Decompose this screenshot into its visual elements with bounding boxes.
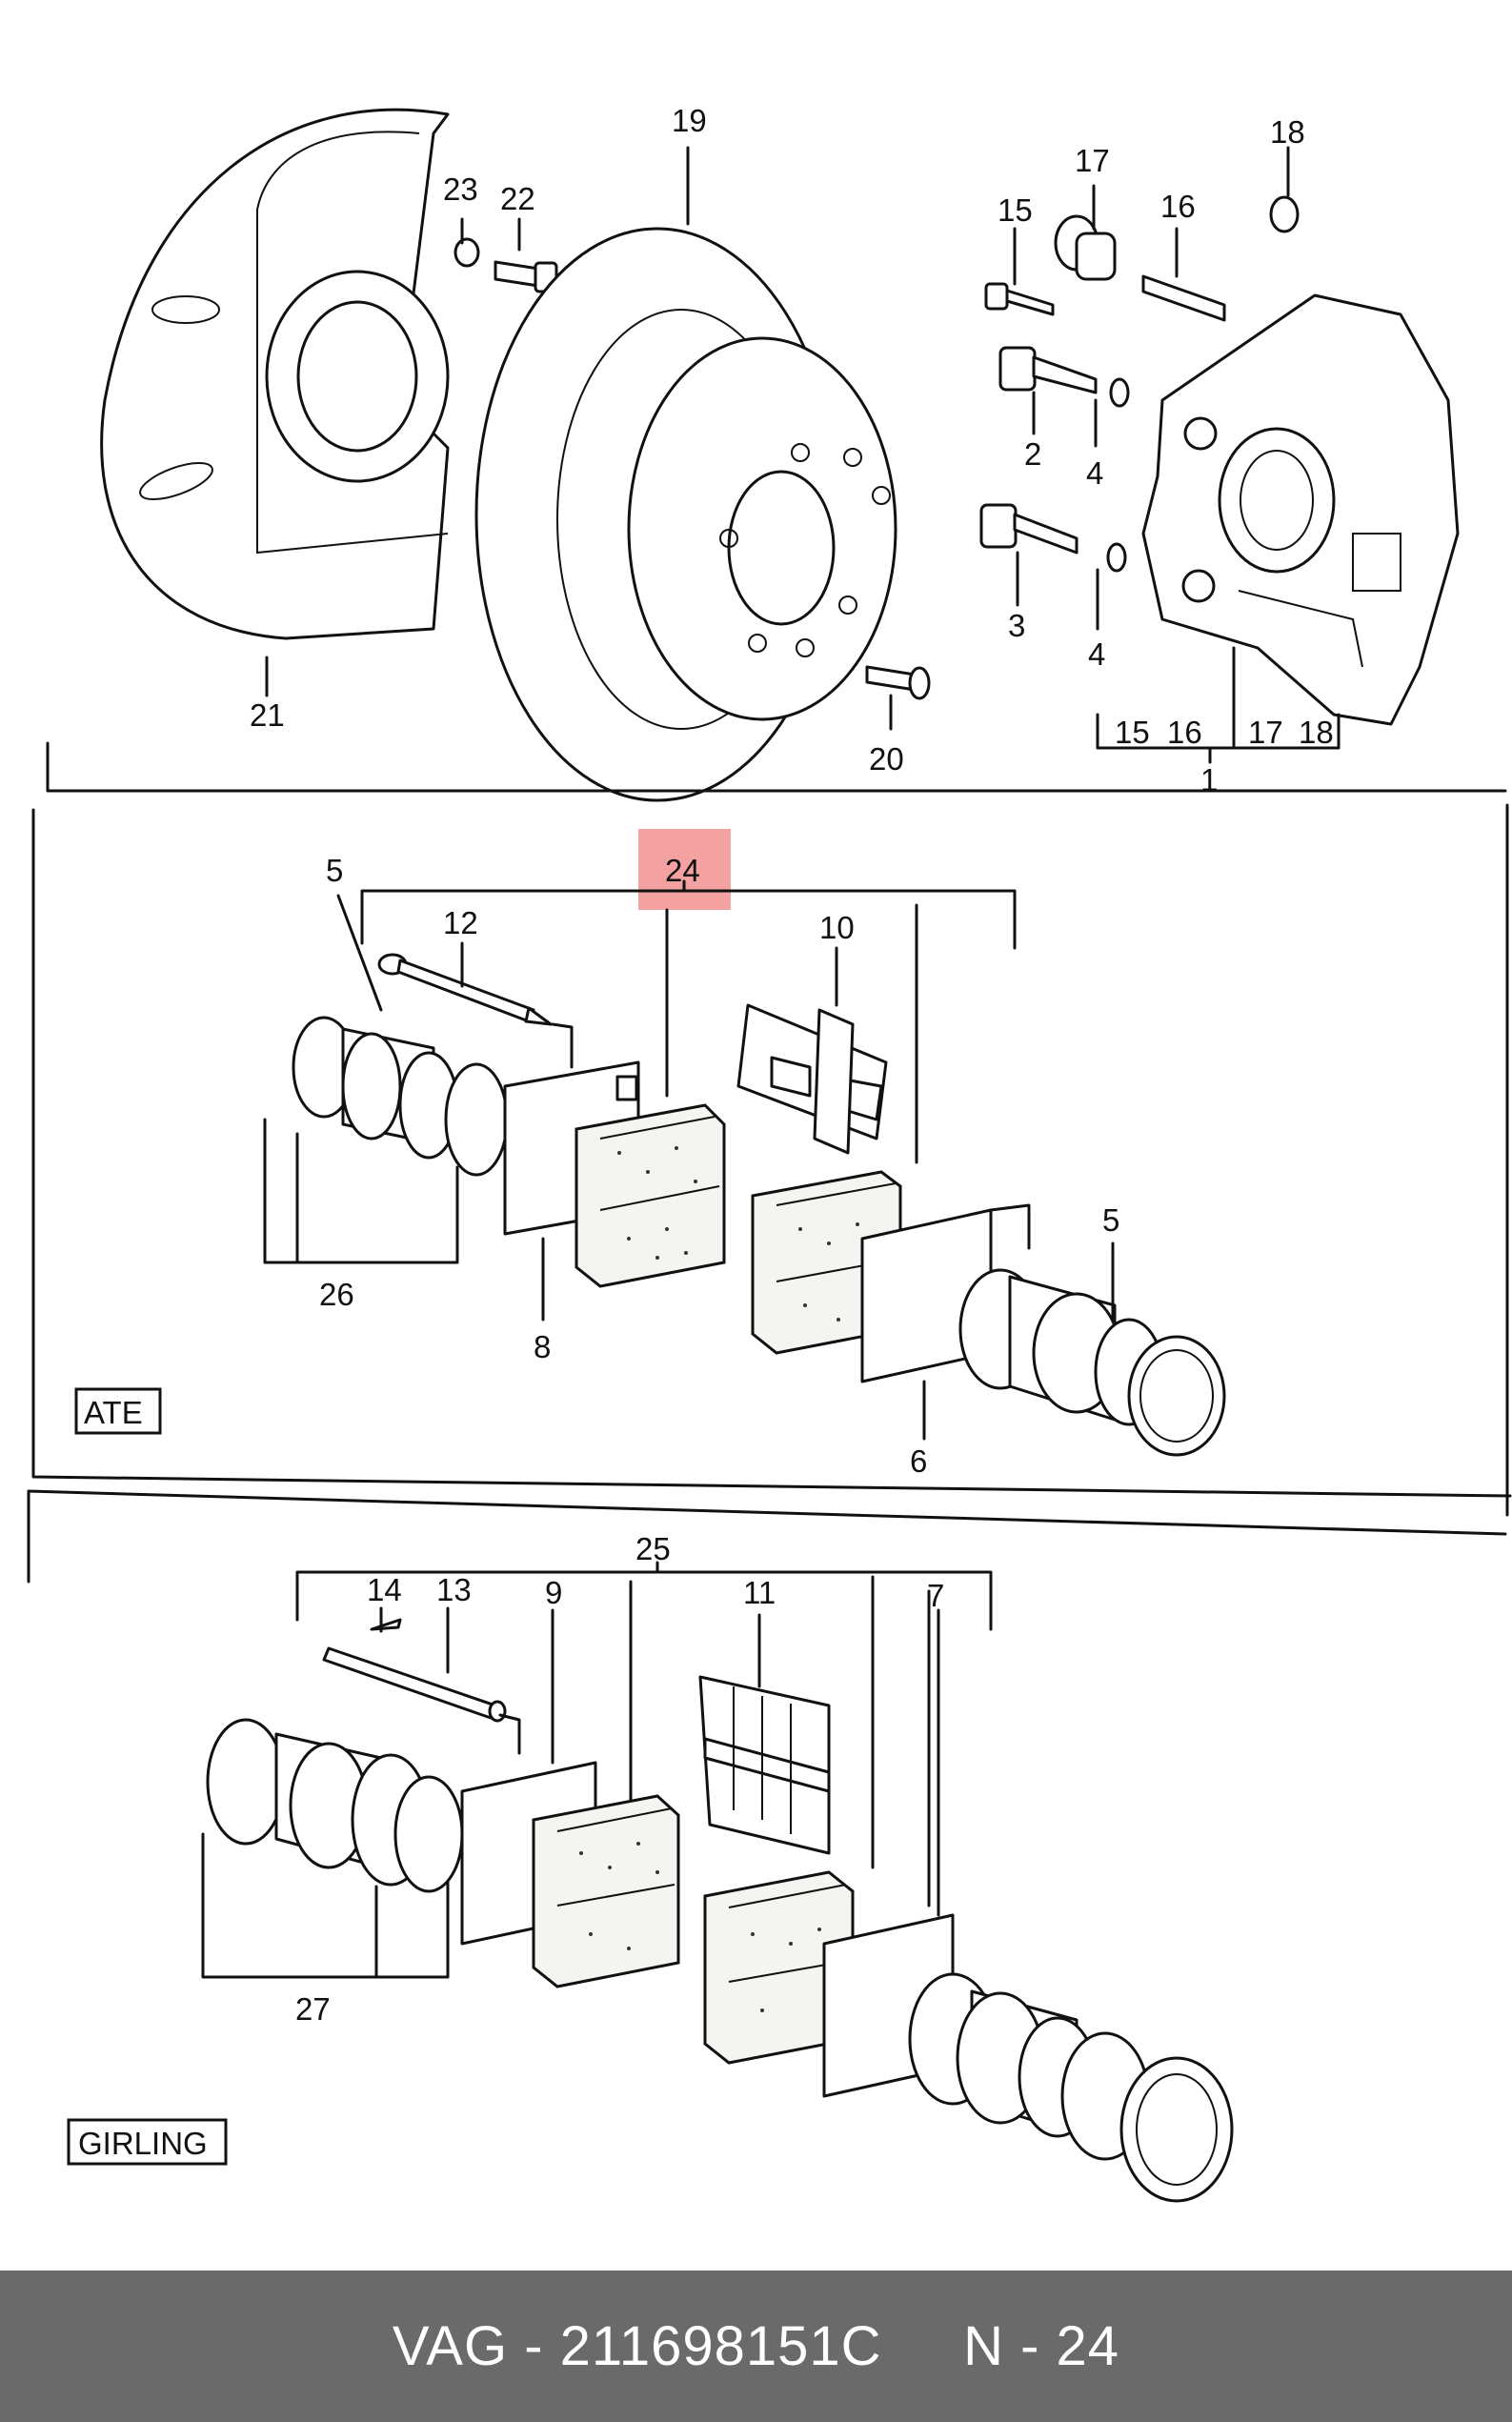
callout-26: 26: [319, 1277, 354, 1312]
callout-7: 7: [927, 1578, 944, 1613]
pad-tab: [615, 1075, 638, 1101]
guide-pin-16: [1141, 274, 1226, 322]
washer-23: [454, 237, 480, 268]
section-divider-2: [27, 1489, 1507, 1584]
callout-20: 20: [869, 741, 904, 777]
brake-pad-25-inner: [532, 1794, 680, 1988]
splash-shield: [100, 108, 450, 640]
callout-25: 25: [635, 1531, 671, 1566]
bolt-2: [998, 346, 1098, 394]
callout-18: 18: [1270, 114, 1305, 150]
brake-pad-25-outer: [703, 1870, 855, 2065]
piston-seal-kit-girling-right: [908, 1972, 1234, 2203]
bracket-27: [201, 1832, 450, 1979]
callout-17: 17: [1075, 143, 1110, 178]
retaining-pin-13: [322, 1646, 507, 1723]
callout-15: 15: [998, 192, 1033, 228]
callout-9: 9: [545, 1575, 562, 1610]
washer-4a: [1109, 377, 1130, 408]
spring-clip-11: [698, 1675, 831, 1855]
brand-label: VAG: [392, 2315, 509, 2377]
callout-1: 1: [1200, 762, 1218, 797]
callout-5a: 5: [326, 853, 343, 888]
callout-g18: 18: [1299, 715, 1334, 750]
callout-8: 8: [534, 1329, 551, 1364]
callout-3: 3: [1008, 608, 1025, 643]
bolt-15: [984, 282, 1055, 316]
parts-diagram: 19 23 22 21 20 17 18 15 16 2 4 3 4 15 16…: [27, 103, 1512, 2203]
callout-22: 22: [500, 181, 535, 216]
retaining-pin-12: [377, 953, 553, 1026]
callout-19: 19: [672, 103, 707, 138]
bolt-3: [979, 503, 1079, 555]
clip-14: [370, 1618, 402, 1631]
piston-seal-kit-girling-left: [206, 1718, 464, 1893]
callout-2: 2: [1024, 436, 1041, 472]
callout-24: 24: [665, 853, 700, 888]
caliper-housing: [1141, 293, 1460, 726]
spacer: [882, 2314, 964, 2378]
diagram-reference: N - 24: [963, 2315, 1120, 2377]
brake-disc: [474, 227, 897, 802]
ate-label-box: [74, 1387, 162, 1435]
callout-14: 14: [367, 1572, 402, 1607]
part-number: 211698151C: [559, 2315, 882, 2377]
callout-13: 13: [436, 1572, 472, 1607]
callout-16: 16: [1160, 189, 1196, 224]
girling-label-box: [67, 2118, 228, 2166]
callout-labels: 19 23 22 21 20 17 18 15 16 2 4 3 4 15 16…: [78, 103, 1334, 2161]
callout-10: 10: [819, 910, 855, 945]
cap-18: [1269, 195, 1300, 233]
brake-pad-24-inner: [575, 1103, 726, 1288]
spring-clip-10: [736, 1003, 888, 1155]
bracket-25: [295, 1570, 993, 1631]
callout-27: 27: [295, 1991, 331, 2027]
piston-seal-kit-left: [292, 1016, 509, 1177]
leader-lines-top: [265, 146, 1341, 764]
callout-g15: 15: [1115, 715, 1150, 750]
ate-label: ATE: [84, 1395, 143, 1430]
bushing-17: [1054, 214, 1117, 281]
callout-g16: 16: [1167, 715, 1202, 750]
callout-6: 6: [910, 1443, 927, 1479]
separator: -: [508, 2315, 560, 2377]
callout-g17: 17: [1248, 715, 1283, 750]
piston-seal-kit-right: [958, 1268, 1226, 1457]
callout-21: 21: [250, 697, 285, 733]
bracket-26: [263, 1118, 459, 1264]
callout-5b: 5: [1102, 1202, 1119, 1238]
girling-label: GIRLING: [78, 2126, 208, 2161]
callout-11: 11: [743, 1575, 776, 1610]
callout-4a: 4: [1086, 455, 1103, 491]
screw-20: [865, 665, 931, 700]
section-divider-1: [46, 741, 1507, 793]
callout-12: 12: [443, 905, 478, 940]
callout-23: 23: [443, 172, 478, 207]
callout-4b: 4: [1088, 636, 1105, 672]
bracket-24: [360, 889, 1017, 950]
part-info-footer: VAG - 211698151C N - 24: [0, 2271, 1512, 2422]
section-frame-ate: [31, 808, 1512, 1498]
washer-4b: [1106, 542, 1127, 573]
leader-5a: [336, 894, 383, 1012]
highlight-part-24: [638, 829, 731, 910]
